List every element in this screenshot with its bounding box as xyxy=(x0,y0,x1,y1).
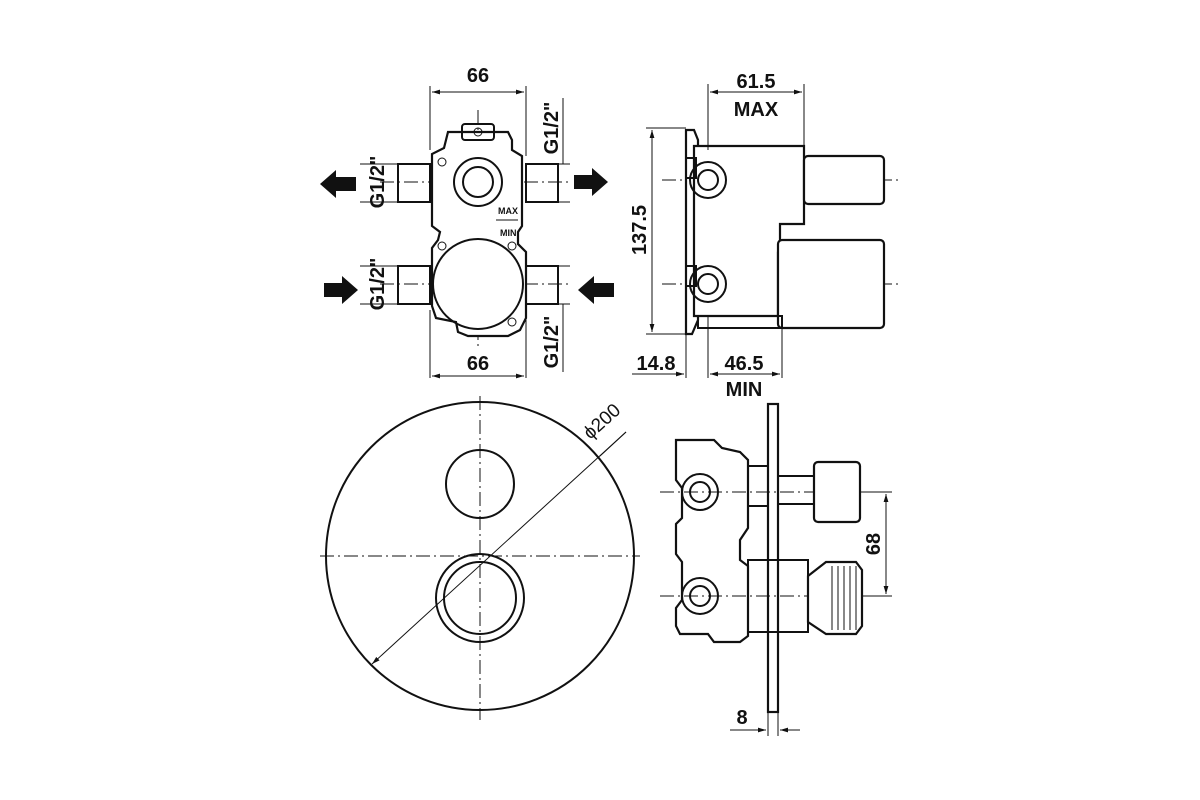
outlet-arrow-right-icon xyxy=(574,168,608,196)
depth-min-label: MIN xyxy=(726,379,763,401)
inlet-arrow-left-icon xyxy=(324,276,358,304)
cover-plate-front: ϕ200 xyxy=(320,396,640,720)
lower-handle-outer xyxy=(435,553,525,643)
lower-handle-side xyxy=(806,560,864,636)
depth-min-value: 46.5 xyxy=(725,353,764,375)
depth-max-label: MAX xyxy=(734,99,779,121)
depth-max-value: 61.5 xyxy=(737,71,776,93)
thread-upper-right-label: G1/2" xyxy=(541,102,563,155)
plate-thickness-label: 8 xyxy=(736,707,747,729)
upper-handle-circle xyxy=(445,449,515,519)
max-mark: MAX xyxy=(498,206,518,216)
cover-plate-side xyxy=(766,402,780,714)
thread-upper-left-label: G1/2" xyxy=(367,156,389,209)
cover-plate-circle xyxy=(325,401,635,711)
height-label: 137.5 xyxy=(629,205,651,255)
side-view: 61.5 MAX 137.5 14.8 46.5 MIN xyxy=(629,71,900,401)
upper-handle-side xyxy=(812,460,862,524)
min-mark: MIN xyxy=(500,228,517,238)
thread-lower-left-label: G1/2" xyxy=(367,258,389,311)
thread-lower-right-label: G1/2" xyxy=(541,316,563,369)
inlet-arrow-right-icon xyxy=(578,276,614,304)
offset-left-label: 14.8 xyxy=(637,353,676,375)
top-width-label: 66 xyxy=(467,65,489,87)
bottom-width-label: 66 xyxy=(467,353,489,375)
front-view: MAX MIN 66 66 G1/2" G1/2" G1/2" G1/2" xyxy=(320,65,614,379)
handle-spacing-label: 68 xyxy=(863,533,885,555)
outlet-arrow-left-icon xyxy=(320,170,356,198)
assembled-side-view: 68 8 xyxy=(660,402,892,736)
plate-diameter-label: ϕ200 xyxy=(580,400,626,444)
